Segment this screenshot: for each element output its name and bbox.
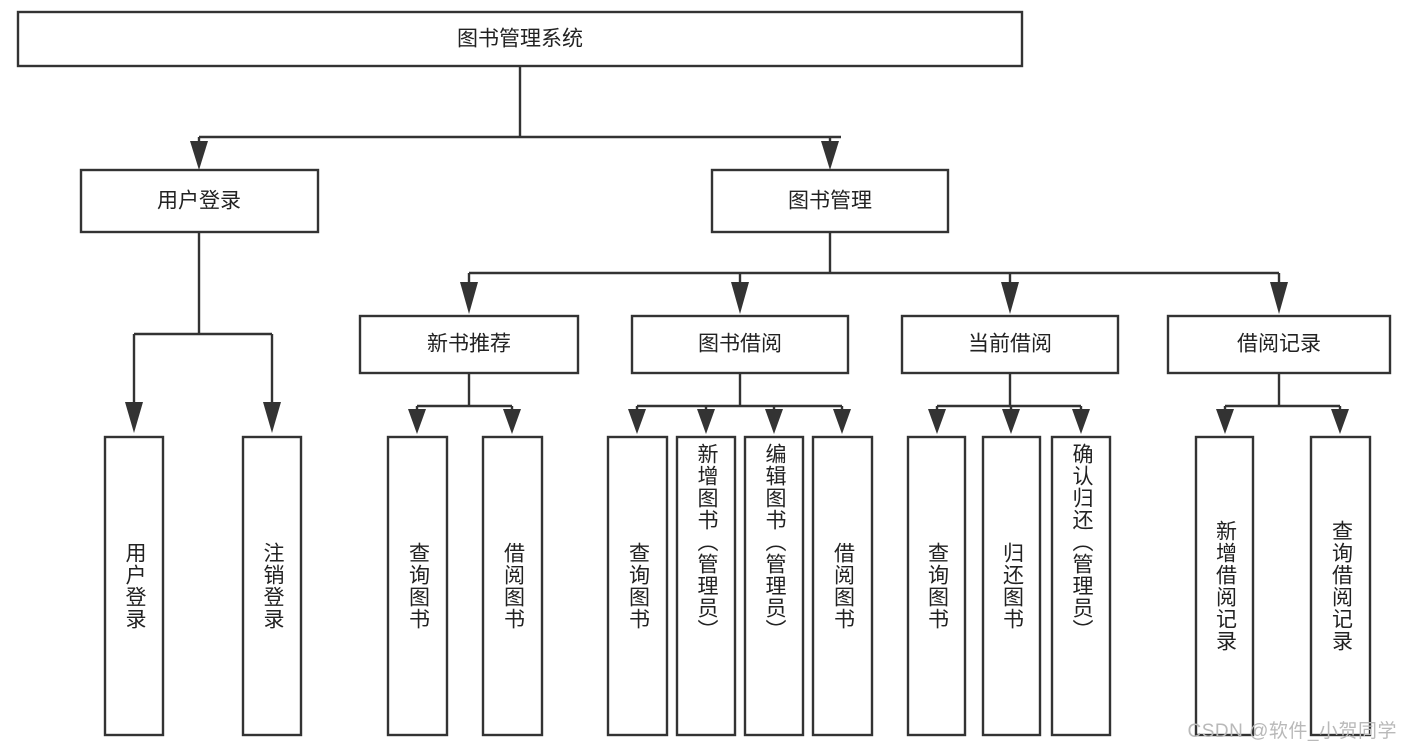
arrow-to-leaf-query-book-2 [628,409,646,434]
arrow-to-borrow-record [1270,282,1288,314]
node-root-label: 图书管理系统 [457,28,583,51]
node-user-login-box[interactable] [79,168,320,234]
arrow-to-leaf-logout [263,402,281,433]
node-current-borrow-box[interactable] [900,314,1120,375]
arrow-to-leaf-confirm-return [1072,409,1090,434]
arrow-to-leaf-add-record [1216,409,1234,434]
arrow-to-leaf-query-book-1 [408,409,426,434]
node-layer: 图书管理系统 用户登录 图书管理 新书推荐 图书借阅 当前借阅 借阅记录 [16,10,1392,737]
node-book-borrow-box[interactable] [630,314,850,375]
arrow-to-book-mgmt [821,141,839,170]
leaf-box-borrow-book[interactable] [811,435,874,737]
leaf-box-user-login[interactable] [103,435,165,737]
node-borrow-record-box[interactable] [1166,314,1392,375]
csdn-watermark: CSDN @软件_小贺同学 [1187,721,1397,742]
node-current-borrow-label: 当前借阅 [968,333,1052,356]
leaf-box-borrow-book-newbook[interactable] [481,435,544,737]
arrow-to-leaf-edit-book [765,409,783,434]
arrow-to-leaf-user-login [125,402,143,433]
leaf-box-return-book[interactable] [981,435,1042,737]
leaf-box-query-book-borrow[interactable] [606,435,669,737]
arrow-to-leaf-query-book-3 [928,409,946,434]
leaf-box-query-book-current[interactable] [906,435,967,737]
arrow-to-leaf-query-record [1331,409,1349,434]
node-root-box[interactable] [16,10,1024,68]
node-new-book-rec-box[interactable] [358,314,580,375]
node-user-login-label: 用户登录 [157,190,241,213]
node-borrow-record-label: 借阅记录 [1237,333,1321,356]
arrow-to-book-borrow [731,282,749,314]
leaf-box-add-borrow-record[interactable] [1194,435,1255,737]
node-book-mgmt-box[interactable] [710,168,950,234]
node-book-borrow-label: 图书借阅 [698,333,782,356]
arrow-to-leaf-borrow-book-2 [833,409,851,434]
leaf-box-confirm-return[interactable] [1050,435,1112,737]
node-book-mgmt-label: 图书管理 [788,190,872,213]
arrow-to-new-book-rec [460,282,478,314]
leaf-box-query-book-newbook[interactable] [386,435,449,737]
arrow-to-current-borrow [1001,282,1019,314]
arrow-to-leaf-borrow-book-1 [503,409,521,434]
arrow-to-leaf-add-book [697,409,715,434]
connector-layer [125,66,1349,434]
arrow-to-leaf-return-book [1002,409,1020,434]
leaf-box-query-borrow-record[interactable] [1309,435,1372,737]
leaf-box-logout[interactable] [241,435,303,737]
arrow-to-user-login [190,141,208,170]
leaf-box-edit-book[interactable] [743,435,805,737]
leaf-box-add-book[interactable] [675,435,737,737]
node-new-book-rec-label: 新书推荐 [427,333,511,356]
